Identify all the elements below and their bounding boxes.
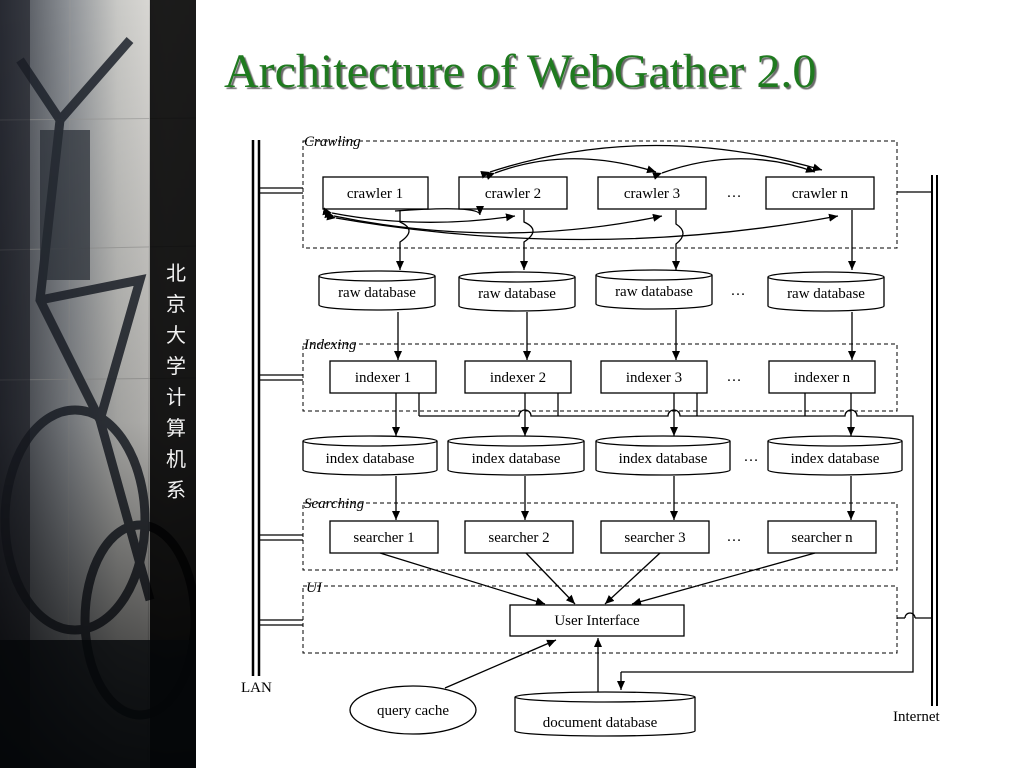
indexer-ellipsis: … [727,369,742,385]
crawling-group-label: Crawling [304,134,361,150]
bicycle-shadow-photo [0,0,196,768]
indexer-to-index-db-arrows [392,393,855,436]
searcher-node: searcher 1 [329,520,439,554]
indexing-group-label: Indexing [303,337,357,353]
searcher-to-ui-arrows [379,552,816,606]
indexer-label: indexer n [794,370,851,386]
raw-database-node: raw database [595,269,713,310]
indexer-node: indexer 1 [329,360,437,394]
index-database-node: index database [767,435,903,476]
searcher-label: searcher 2 [488,530,549,546]
indexer-label: indexer 1 [355,370,411,386]
indexer-node: indexer 3 [600,360,708,394]
document-database-label: document database [543,715,658,731]
searching-group-label: Searching [304,496,365,512]
lan-bus [251,140,303,676]
index-database-node: index database [302,435,438,476]
vertical-char: 学 [166,354,186,378]
raw-database-node: raw database [767,271,885,312]
indexer-node: indexer n [768,360,876,394]
raw-database-label: raw database [338,285,416,301]
raw-database-label: raw database [787,286,865,302]
crawler-node: crawler 3 [597,176,707,210]
searcher-label: searcher 1 [353,530,414,546]
index-database-label: index database [472,451,561,467]
crawler-ellipsis: … [727,185,742,201]
searcher-label: searcher 3 [624,530,685,546]
vertical-char: 大 [166,323,186,347]
raw-database-node: raw database [318,270,436,311]
crawler-to-raw-arrows [396,210,856,270]
index-database-node: index database [447,435,585,476]
crawler-label: crawler n [792,186,849,202]
searching-group [302,502,898,571]
index-database-node: index database [595,435,731,476]
user-interface-label: User Interface [554,613,640,629]
ui-group-label: UI [306,580,323,596]
crawler-label: crawler 1 [347,186,403,202]
vertical-char: 北 [166,261,186,285]
raw-database-label: raw database [478,286,556,302]
query-cache-label: query cache [377,703,449,719]
indexer-node: indexer 2 [464,360,572,394]
crawler-node: crawler 2 [458,176,568,210]
vertical-char: 机 [166,447,186,471]
indexing-group [302,343,898,412]
crawler-links [322,144,839,241]
crawler-label: crawler 3 [624,186,680,202]
document-database-node: document database [514,691,696,737]
index-db-to-searcher-arrows [392,476,855,520]
crawler-node: crawler n [765,176,875,210]
searcher-label: searcher n [791,530,853,546]
raw-database-label: raw database [615,284,693,300]
lan-label: LAN [241,680,272,696]
index-database-ellipsis: … [744,449,759,465]
searcher-node: searcher n [767,520,877,554]
index-database-label: index database [326,451,415,467]
internet-label: Internet [893,709,940,725]
searcher-node: searcher 2 [464,520,574,554]
cache-to-ui-arrow [444,639,557,689]
user-interface-node: User Interface [509,604,685,637]
crawling-group [302,140,898,249]
vertical-char: 算 [166,416,186,440]
vertical-char: 京 [166,292,186,316]
ui-group [302,585,898,654]
searcher-ellipsis: … [727,529,742,545]
vertical-char: 计 [166,385,186,409]
photo-sidebar: 北 京 大 学 计 算 机 系 [0,0,196,768]
crawler-label: crawler 2 [485,186,541,202]
raw-database-node: raw database [458,271,576,312]
vertical-title-text: 北 京 大 学 计 算 机 系 [162,258,190,506]
query-cache-node: query cache [349,685,477,735]
vertical-char: 系 [166,478,186,502]
slide-title: Architecture of WebGather 2.0 [224,45,817,98]
indexer-label: indexer 2 [490,370,546,386]
crawler-node: crawler 1 [322,176,429,210]
searcher-node: searcher 3 [600,520,710,554]
raw-database-ellipsis: … [731,283,746,299]
internet-bus [897,175,938,706]
indexer-label: indexer 3 [626,370,682,386]
index-database-label: index database [619,451,708,467]
raw-to-indexer-arrows [394,310,856,360]
index-database-label: index database [791,451,880,467]
